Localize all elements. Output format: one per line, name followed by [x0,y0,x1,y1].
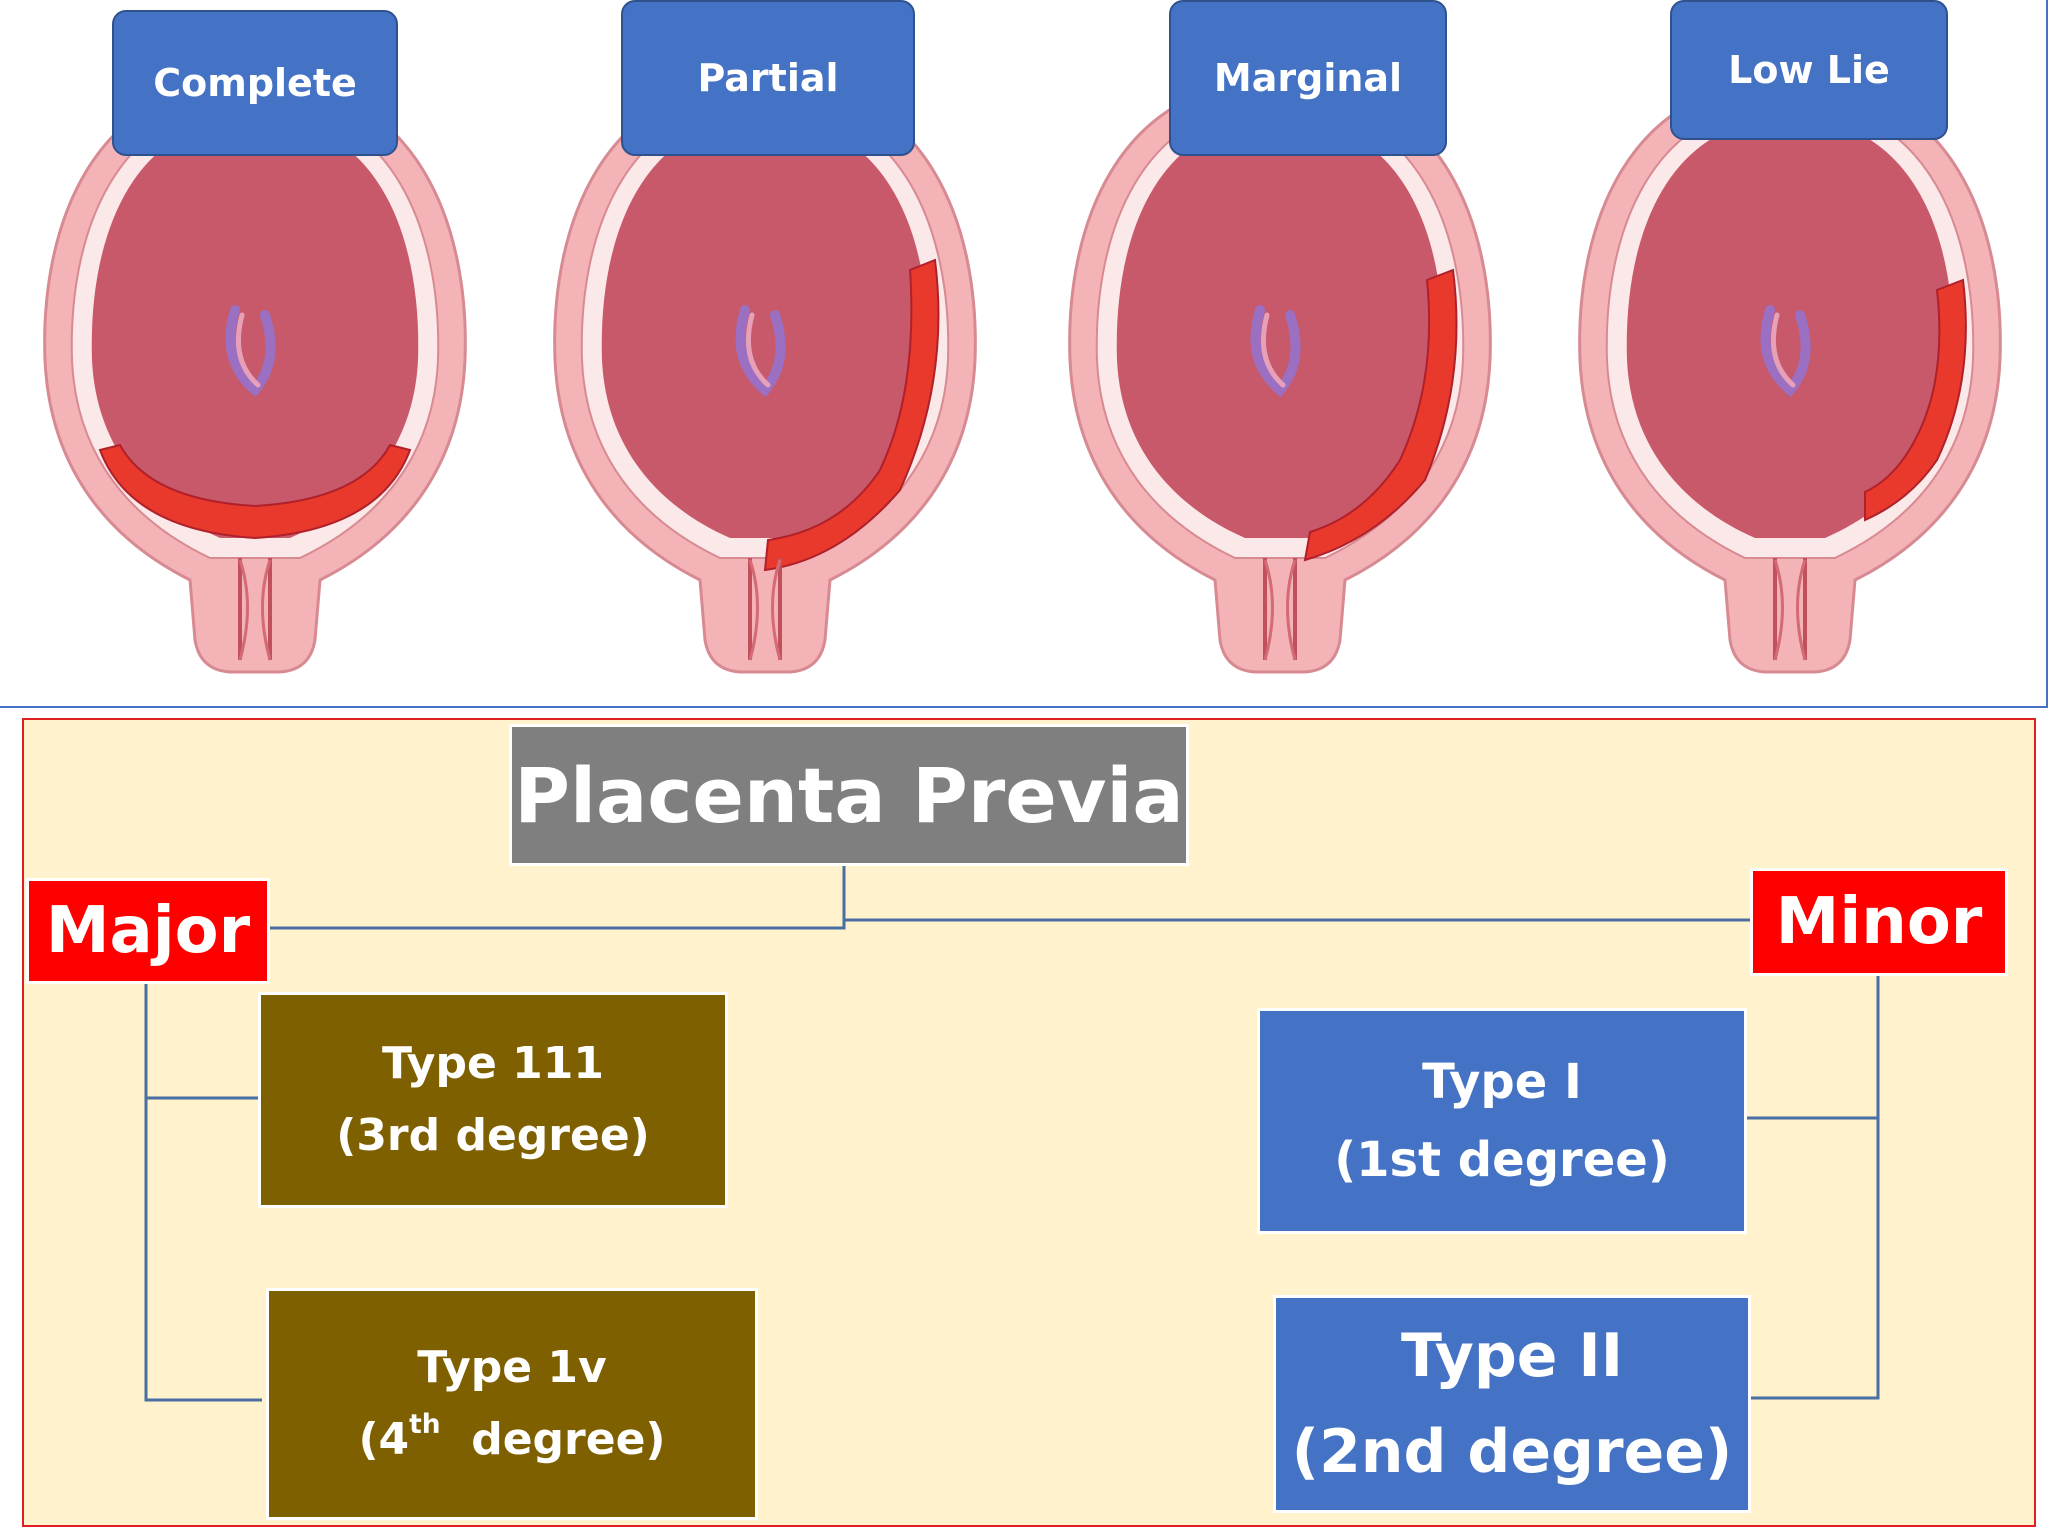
label-low-lie: Low Lie [1670,0,1948,140]
uterus-low-lie-illustration [1565,60,2015,680]
uterus-svg [1565,60,2015,680]
type-3-box: Type 111 (3rd degree) [258,992,728,1208]
type-2-name: Type II [1401,1308,1623,1404]
diagram-title: Placenta Previa [509,724,1189,866]
classification-panel: Placenta Previa Major Minor Type 111 (3r… [22,718,2036,1527]
label-partial: Partial [621,0,915,156]
type-3-degree: (3rd degree) [336,1100,650,1172]
label-complete: Complete [112,10,398,156]
illustration-panel: Complete Partial Marginal Low Lie [0,0,2048,708]
minor-category: Minor [1750,868,2008,976]
type-2-box: Type II (2nd degree) [1273,1295,1751,1513]
type-1-degree: (1st degree) [1334,1121,1670,1199]
type-4-name: Type 1v [417,1332,606,1404]
major-category: Major [26,878,270,984]
title-to-major-line [269,862,844,928]
minor-vertical-line [1747,972,1878,1398]
type-4-degree: (4th degree) [358,1404,665,1476]
label-marginal: Marginal [1169,0,1447,156]
type-3-name: Type 111 [382,1028,604,1100]
type-4-box: Type 1v (4th degree) [266,1288,758,1520]
type-1-box: Type I (1st degree) [1257,1008,1747,1234]
major-vertical-line [146,982,262,1400]
type-1-name: Type I [1422,1043,1582,1121]
type-2-degree: (2nd degree) [1292,1404,1733,1500]
